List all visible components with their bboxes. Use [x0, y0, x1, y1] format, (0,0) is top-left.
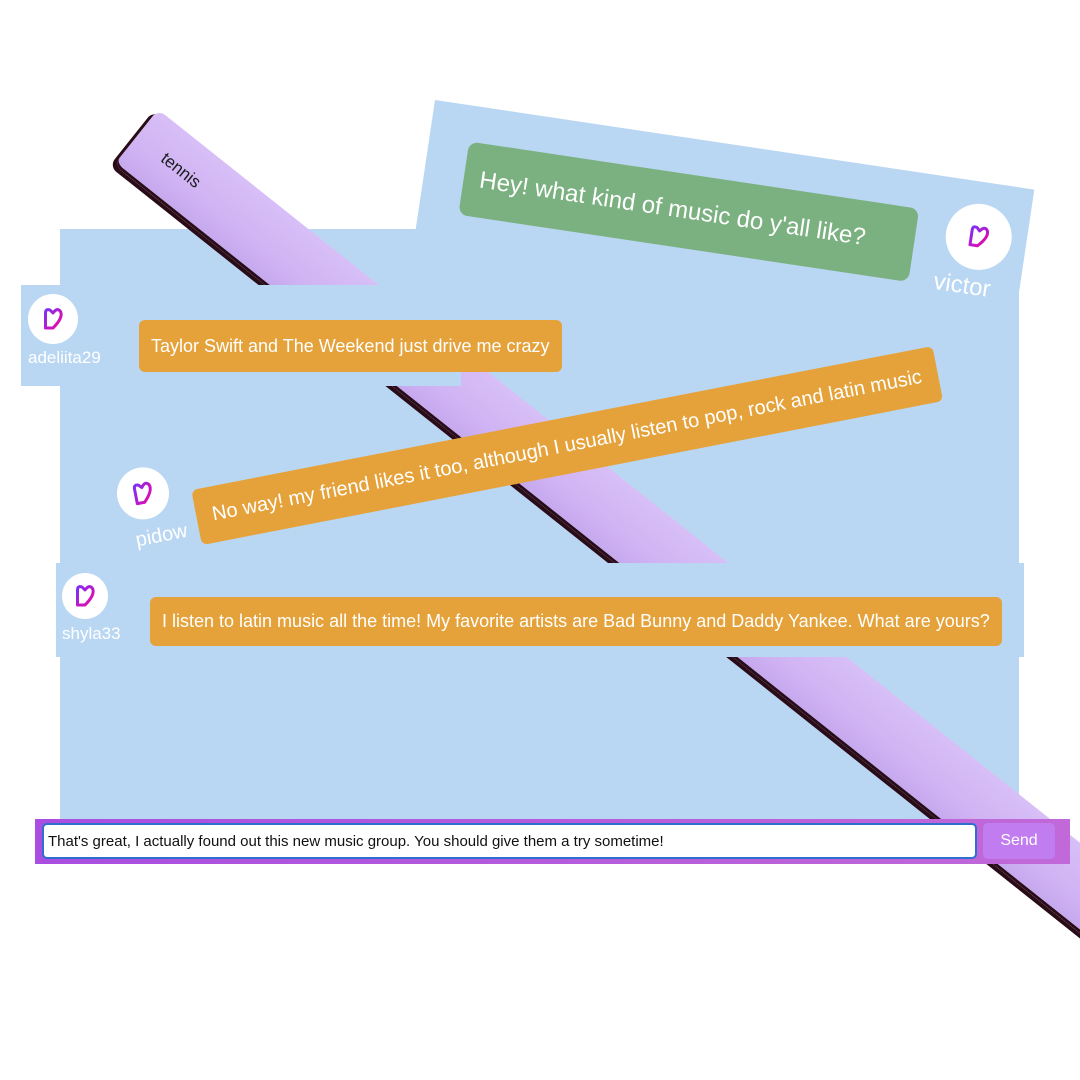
send-button[interactable]: Send [983, 823, 1055, 859]
avatar [112, 462, 174, 524]
username: adeliita29 [28, 348, 101, 367]
message-shyla33: shyla33 I listen to latin music all the … [56, 563, 1024, 657]
heart-logo-icon [44, 308, 63, 330]
window-tag: tennis [157, 148, 205, 192]
heart-logo-icon [968, 225, 990, 248]
message-input[interactable] [42, 823, 977, 859]
message-composer: Send [35, 819, 1070, 864]
heart-logo-icon [76, 585, 95, 607]
avatar [941, 199, 1017, 275]
username: shyla33 [62, 624, 121, 643]
message-pidow: pidow No way! my friend likes it too, al… [90, 183, 1016, 551]
heart-logo-icon [132, 481, 152, 506]
message-bubble: I listen to latin music all the time! My… [150, 597, 1002, 646]
message-victor: Hey! what kind of music do y'all like? v… [410, 100, 1035, 356]
avatar [62, 573, 108, 619]
message-adeliita29: adeliita29 Taylor Swift and The Weekend … [21, 285, 562, 386]
avatar [28, 294, 78, 344]
message-bubble: Taylor Swift and The Weekend just drive … [139, 320, 562, 372]
